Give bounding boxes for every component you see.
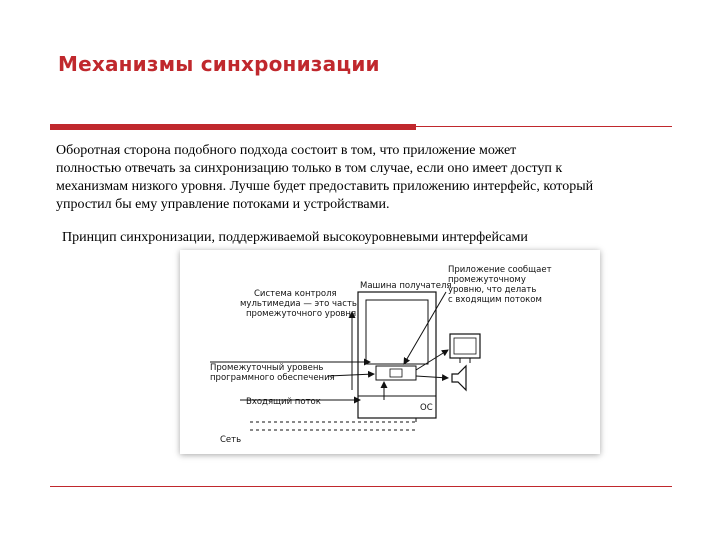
monitor-screen-icon xyxy=(453,337,477,355)
network-label: Сеть xyxy=(220,435,241,445)
multimedia-note-line: Система контроля xyxy=(254,289,337,299)
incoming-stream-label: Входящий поток xyxy=(246,397,321,407)
receiver-screen xyxy=(365,299,429,365)
figure-caption: Принцип синхронизации, поддерживаемой вы… xyxy=(62,230,528,245)
middleware-note-line: программного обеспечения xyxy=(210,373,335,383)
body-paragraph: Оборотная сторона подобного подхода сост… xyxy=(56,142,674,214)
paragraph-line: упростил бы ему управление потоками и ус… xyxy=(56,197,390,212)
title-underline-thin xyxy=(416,126,672,127)
app-note-line: Приложение сообщает xyxy=(448,265,552,275)
middleware-inner xyxy=(389,368,403,378)
receiver-label: Машина получателя xyxy=(360,281,452,291)
sync-diagram: Машина получателя ОС Приложение сообщает… xyxy=(180,250,600,454)
paragraph-line: механизмам низкого уровня. Лучше будет п… xyxy=(56,179,594,194)
sync-diagram-svg: Машина получателя ОС Приложение сообщает… xyxy=(210,265,552,445)
os-label: ОС xyxy=(420,403,433,413)
footer-rule xyxy=(50,486,672,487)
multimedia-note-line: промежуточного уровня xyxy=(246,309,356,319)
speaker-icon xyxy=(451,364,467,392)
app-note-line: промежуточному xyxy=(448,275,526,285)
title-underline-thick xyxy=(50,124,416,130)
paragraph-line: Оборотная сторона подобного подхода сост… xyxy=(56,143,517,158)
middleware-note-line: Промежуточный уровень xyxy=(210,363,323,373)
app-note-line: уровню, что делать xyxy=(448,285,536,295)
slide-title: Механизмы синхронизации xyxy=(58,52,380,76)
multimedia-note-line: мультимедиа — это часть xyxy=(240,299,357,309)
app-note-line: с входящим потоком xyxy=(448,295,542,305)
paragraph-line: полностью отвечать за синхронизацию толь… xyxy=(56,161,563,176)
